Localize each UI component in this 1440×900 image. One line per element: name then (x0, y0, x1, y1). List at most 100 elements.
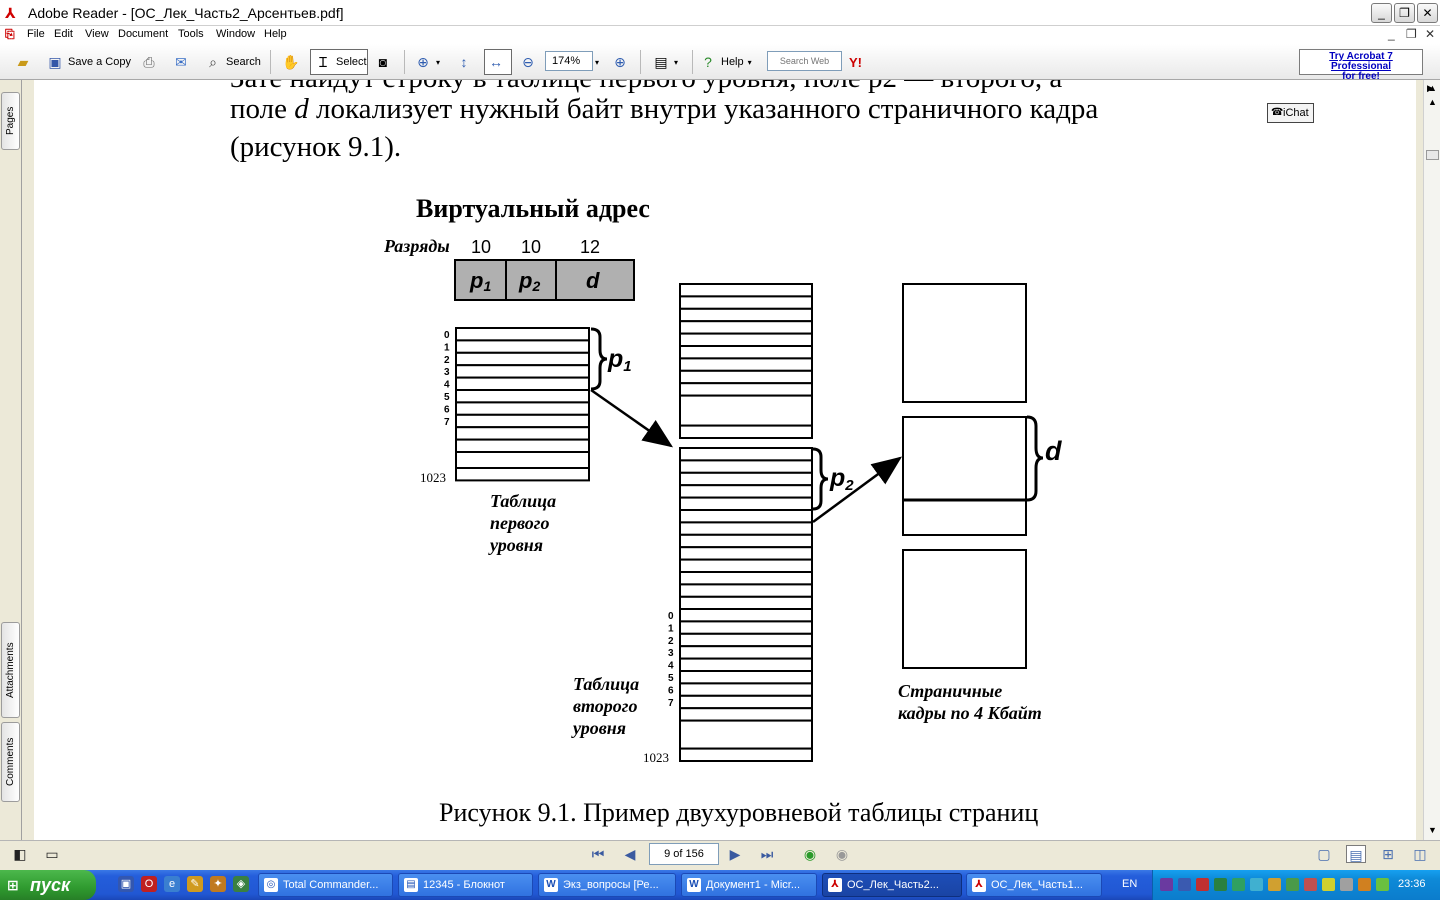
search-web-input[interactable] (767, 51, 842, 71)
help-button[interactable]: ?Help▾ (699, 51, 752, 73)
menu-tools[interactable]: Tools (178, 28, 204, 40)
snapshot-button[interactable]: ◙ (374, 51, 396, 73)
doc-minimize-button[interactable]: _ (1388, 27, 1395, 41)
scroll-up-arrow-icon-2[interactable]: ▲ (1428, 97, 1437, 107)
doc-close-button[interactable]: ✕ (1425, 27, 1436, 41)
task-adobe-part2[interactable]: ⅄ОС_Лек_Часть2... (822, 873, 962, 897)
document-line-2: (рисунок 9.1). (230, 131, 402, 163)
quicklaunch-browser-icon[interactable]: e (164, 876, 180, 892)
actual-size-button[interactable]: ↕ (455, 51, 477, 73)
quicklaunch-tool-icon[interactable]: ✎ (187, 876, 203, 892)
undefined-row (679, 595, 813, 611)
tray-battery-icon[interactable] (1376, 878, 1389, 891)
quicklaunch-app-icon[interactable]: ✦ (210, 876, 226, 892)
hand-tool-button[interactable]: ✋ (282, 51, 304, 73)
tray-misc-icon[interactable] (1358, 878, 1371, 891)
vertical-scrollbar[interactable]: ▲ ▲ ▼ (1423, 80, 1440, 840)
previous-page-icon[interactable]: ◀ (624, 846, 636, 862)
next-page-icon[interactable]: ▶ (729, 846, 741, 862)
acrobat-trial-link[interactable]: Try Acrobat 7 Professional for free! (1299, 49, 1423, 82)
tray-shield-icon[interactable] (1196, 878, 1209, 891)
tray-power-icon[interactable] (1322, 878, 1335, 891)
menu-edit[interactable]: Edit (54, 28, 73, 40)
expand-arrow-icon[interactable]: ▶ (1427, 83, 1434, 93)
close-button[interactable]: ✕ (1417, 3, 1438, 23)
next-view-icon[interactable]: ◉ (835, 846, 849, 862)
minimize-button[interactable]: _ (1371, 3, 1392, 23)
document-view[interactable]: Зате найдут строку в таблице первого уро… (34, 80, 1416, 840)
quicklaunch-app2-icon[interactable]: ◈ (233, 876, 249, 892)
undefined-row (455, 351, 590, 367)
zoom-input[interactable]: 174% (545, 51, 593, 71)
zoom-dropdown[interactable]: ▾ (595, 51, 599, 73)
quicklaunch-save-icon[interactable]: ▣ (118, 876, 134, 892)
start-button[interactable]: ⊞пуск (0, 870, 96, 900)
continuous-icon[interactable]: ▤ (1346, 845, 1366, 863)
doc-restore-button[interactable]: ❐ (1406, 27, 1417, 41)
tray-network-icon[interactable] (1160, 878, 1173, 891)
restore-button[interactable]: ❐ (1394, 3, 1415, 23)
undefined-row (679, 608, 813, 623)
toolbar-separator (640, 50, 641, 74)
page-layout-button[interactable]: ▤▾ (652, 51, 678, 73)
menu-view[interactable]: View (85, 28, 109, 40)
zoom-in-button[interactable]: ⊕ (611, 51, 633, 73)
tab-comments[interactable]: Comments (1, 722, 20, 802)
select-tool-button[interactable] (310, 49, 368, 75)
single-page-icon[interactable]: ▢ (1317, 846, 1331, 862)
ichat-button[interactable]: ☎iChat (1267, 103, 1314, 123)
yahoo-button[interactable]: Y! (849, 54, 862, 70)
task-adobe-part1[interactable]: ⅄ОС_Лек_Часть1... (966, 873, 1102, 897)
task-total-commander[interactable]: ◎Total Commander... (258, 873, 393, 897)
menu-help[interactable]: Help (264, 28, 287, 40)
tray-sync-icon[interactable] (1232, 878, 1245, 891)
continuous-facing-icon[interactable]: ⊞ (1382, 846, 1394, 862)
email-icon: ✉ (175, 54, 187, 70)
first-page-icon[interactable]: ⏮ (591, 846, 605, 862)
phone-icon: ☎ (1271, 107, 1284, 118)
tray-volume-icon[interactable] (1304, 878, 1317, 891)
scroll-up-arrow-icon[interactable]: ▲ (1428, 83, 1437, 93)
tab-attachments[interactable]: Attachments (1, 622, 20, 718)
field-p1: p1 (469, 268, 491, 294)
quicklaunch-opera-icon[interactable]: O (141, 876, 157, 892)
open-button[interactable]: ▰ (14, 51, 36, 73)
last-page-icon[interactable]: ⏭ (760, 846, 774, 862)
undefined-row (679, 345, 813, 360)
menu-document[interactable]: Document (118, 28, 169, 40)
zoom-in-plus-icon: ⊕ (614, 54, 626, 70)
fit-width-button[interactable]: ↔ (484, 49, 512, 75)
tray-usb-icon[interactable] (1340, 878, 1353, 891)
tray-app-icon[interactable] (1214, 878, 1227, 891)
email-button[interactable]: ✉ (172, 51, 194, 73)
tray-update-icon[interactable] (1268, 878, 1281, 891)
scroll-down-arrow-icon[interactable]: ▼ (1428, 825, 1437, 835)
undefined-row (679, 283, 813, 298)
page-frame-3 (902, 549, 1027, 669)
print-button[interactable]: ⎙ (140, 51, 162, 73)
tab-pages[interactable]: Pages (1, 92, 20, 150)
show-panel-icon[interactable]: ◧ (13, 846, 27, 862)
task-notepad[interactable]: ▤12345 - Блокнот (398, 873, 533, 897)
language-indicator[interactable]: EN (1122, 878, 1138, 890)
document-properties-icon[interactable]: ▭ (45, 846, 59, 862)
menu-file[interactable]: File (27, 28, 45, 40)
tray-antivirus-icon[interactable] (1286, 878, 1299, 891)
tray-monitor-icon[interactable] (1178, 878, 1191, 891)
tray-connection-icon[interactable] (1250, 878, 1263, 891)
previous-view-icon[interactable]: ◉ (803, 846, 817, 862)
undefined-row (455, 376, 590, 392)
save-copy-button[interactable]: ▣Save a Copy (46, 51, 131, 73)
zoom-out-button[interactable]: ⊖ (519, 51, 541, 73)
page-number-input[interactable]: 9 of 156 (649, 843, 719, 865)
zoom-tool-button[interactable]: ⊕▾ (414, 51, 440, 73)
facing-icon[interactable]: ◫ (1413, 846, 1427, 862)
panel-splitter[interactable] (22, 80, 34, 840)
scroll-thumb[interactable] (1426, 150, 1439, 160)
menu-window[interactable]: Window (216, 28, 256, 40)
search-button[interactable]: ⌕Search (204, 51, 261, 73)
frames-caption: Страничные кадры по 4 Кбайт (898, 681, 1042, 723)
